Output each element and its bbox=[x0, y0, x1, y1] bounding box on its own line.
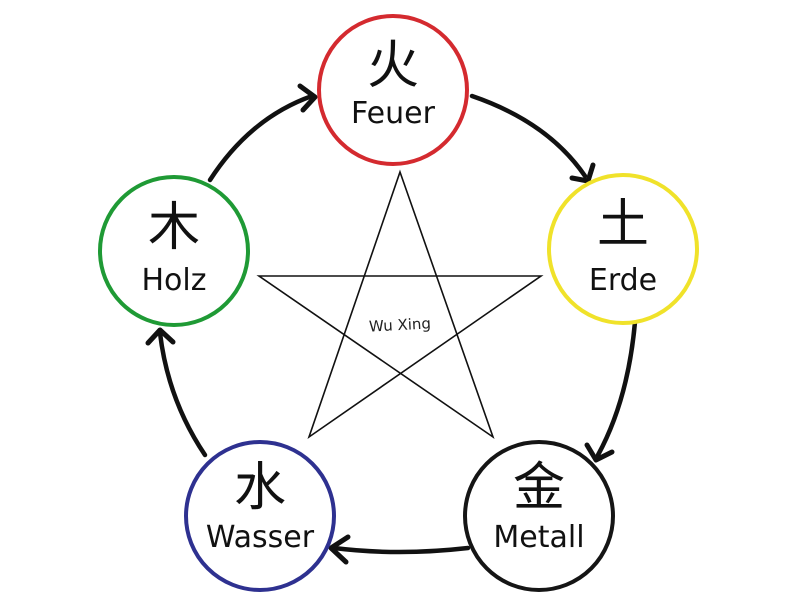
node-fire: 火 Feuer bbox=[317, 14, 469, 166]
water-circle bbox=[184, 440, 336, 592]
earth-circle bbox=[547, 173, 699, 325]
arrowhead-water-to-wood bbox=[145, 327, 176, 346]
arrowhead-metal-to-water bbox=[328, 534, 351, 565]
fire-circle bbox=[317, 14, 469, 166]
arrow-water-to-wood bbox=[157, 330, 208, 458]
water-label: Wasser bbox=[206, 520, 315, 555]
arrowhead-earth-to-metal bbox=[584, 442, 615, 463]
fire-label: Feuer bbox=[351, 96, 436, 131]
generating-cycle bbox=[145, 83, 638, 565]
arrow-fire-to-earth bbox=[469, 93, 588, 179]
pentagram: Wu Xing bbox=[256, 169, 544, 440]
pentagram-star bbox=[256, 169, 544, 440]
wood-glyph: 木 bbox=[148, 198, 200, 258]
node-water: 水 Wasser bbox=[184, 440, 336, 592]
wood-label: Holz bbox=[142, 263, 207, 298]
arrow-wood-to-fire bbox=[207, 93, 315, 183]
arrowhead-fire-to-earth bbox=[569, 162, 596, 184]
node-earth: 土 Erde bbox=[547, 173, 699, 325]
metal-label: Metall bbox=[493, 520, 584, 555]
earth-label: Erde bbox=[589, 263, 657, 298]
arrowhead-wood-to-fire bbox=[297, 83, 318, 113]
metal-glyph: 金 bbox=[513, 458, 565, 518]
center-label: Wu Xing bbox=[368, 314, 431, 335]
wood-circle bbox=[98, 175, 250, 327]
arrow-metal-to-water bbox=[331, 545, 471, 555]
earth-glyph: 土 bbox=[597, 195, 649, 255]
arrow-earth-to-metal bbox=[595, 319, 638, 458]
metal-circle bbox=[463, 440, 615, 592]
water-glyph: 水 bbox=[234, 458, 286, 518]
node-wood: 木 Holz bbox=[98, 175, 250, 327]
fire-glyph: 火 bbox=[367, 36, 419, 96]
node-metal: 金 Metall bbox=[463, 440, 615, 592]
